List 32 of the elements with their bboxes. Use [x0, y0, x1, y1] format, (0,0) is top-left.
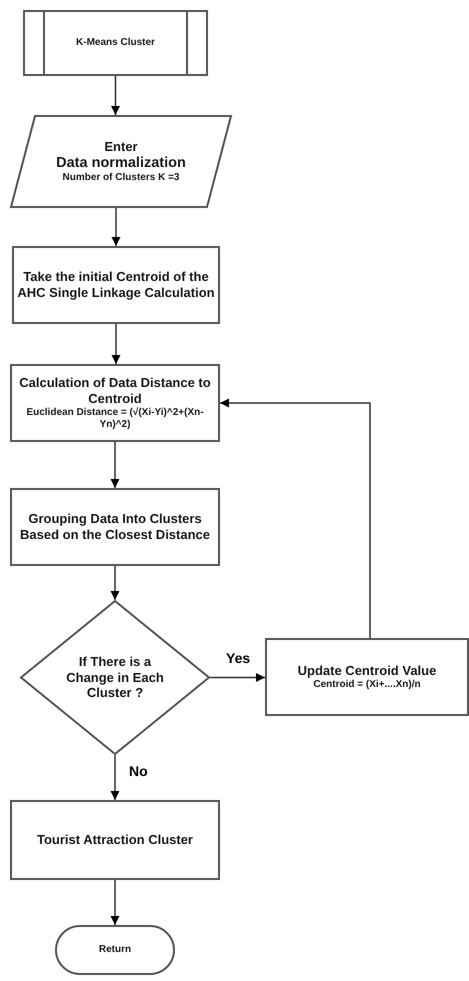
node-text: Update Centroid Value — [298, 663, 436, 679]
input-parallelogram — [10, 115, 232, 208]
node-text: Take the initial Centroid of the AHC Single Linkage Calculation — [16, 269, 216, 301]
node-text: K-Means Cluster — [76, 37, 155, 49]
arrow — [112, 208, 120, 246]
arrow — [110, 755, 120, 800]
process-box — [265, 638, 469, 716]
terminal-shape — [55, 925, 175, 975]
node-text: Grouping Data Into Clusters Based on the Closest Distance — [19, 511, 211, 543]
node-text: If There is a Change in Each Cluster ? — [65, 654, 165, 701]
node-text: Calculation of Data Distance to Centroid — [18, 375, 212, 407]
node-text: Number of Clusters K =3 — [62, 172, 180, 184]
process-box — [12, 246, 220, 324]
node-text: Tourist Attraction Cluster — [36, 832, 193, 848]
edge-label: No — [127, 763, 150, 779]
arrow — [111, 76, 120, 115]
arrow — [112, 324, 120, 364]
decision-diamond — [20, 600, 210, 755]
node-text: Enter — [104, 139, 138, 155]
process-box — [10, 364, 220, 442]
arrow — [110, 880, 120, 925]
node-text: Centroid = (Xi+....Xn)/n — [313, 678, 421, 691]
arrow — [220, 398, 371, 638]
arrow — [210, 673, 265, 682]
node-text: Euclidean Distance = (√(Xi-Yi)^2+(Xn-Yn)^2) — [25, 406, 205, 431]
node-text: Return — [98, 944, 132, 956]
arrow — [110, 566, 120, 600]
arrow — [110, 442, 120, 488]
node-text: Data normalization — [56, 154, 186, 172]
subprocess-box — [23, 10, 208, 76]
process-box — [10, 800, 220, 880]
process-box — [10, 488, 220, 566]
